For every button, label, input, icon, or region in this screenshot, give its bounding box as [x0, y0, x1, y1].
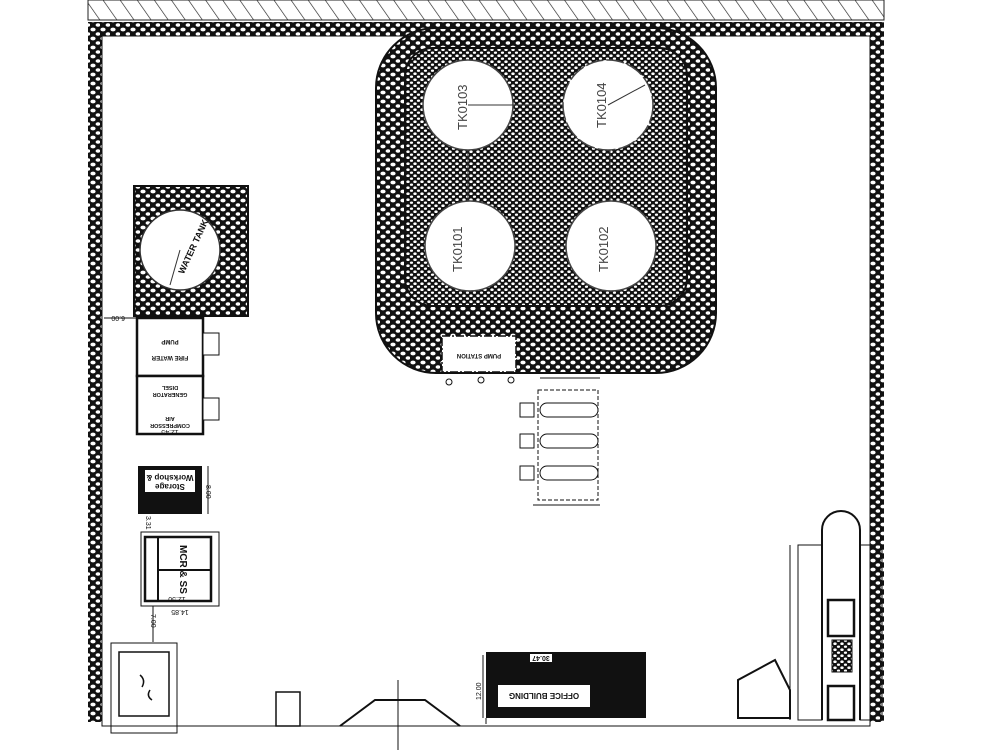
fire-water-pump-room[interactable]: PUMP FIRE WATER [135, 316, 220, 378]
tank-label: TK0102 [596, 226, 611, 272]
workshop-label-2: Storage [155, 482, 185, 491]
pump-label: PUMP [161, 338, 178, 344]
pump-skids [519, 377, 600, 506]
dim-pump-offset: 6.00 [111, 314, 125, 321]
dim-mcr-outer: 14.85 [171, 608, 189, 615]
workshop-label-1: Workshop & [146, 473, 193, 482]
office-building[interactable]: OFFICE BUILDING 30.47 [485, 652, 646, 724]
office-label: OFFICE BUILDING [509, 691, 579, 700]
disel-label: DISEL [161, 384, 178, 390]
substation-cluster [737, 510, 883, 722]
tank-label: TK0101 [450, 226, 465, 272]
fire-water-label: FIRE WATER [151, 354, 188, 360]
tank-tk0104[interactable]: TK0104 [562, 59, 654, 151]
dim-office-depth: 12.00 [476, 682, 483, 700]
road-hatch [87, 0, 885, 21]
pump-station[interactable]: PUMP STATION [441, 335, 517, 373]
gate-area [102, 680, 870, 750]
dim-mcr-inner: 12.50 [168, 595, 186, 602]
dim-guard-gap: 7.00 [149, 614, 156, 628]
tank-tk0103[interactable]: TK0103 [422, 59, 514, 151]
pump-station-label: PUMP STATION [457, 352, 501, 358]
mcr-ss-building[interactable]: MCR & SS 12.50 14.85 [140, 531, 220, 615]
tank-tk0102[interactable]: TK0102 [565, 200, 657, 292]
workshop-storage[interactable]: Workshop & Storage [138, 466, 202, 514]
water-tank[interactable]: WATER TANK [133, 185, 249, 317]
dim-workshop-gap: 3.31 [144, 516, 151, 530]
tank-label: TK0103 [455, 84, 470, 130]
tank-label: TK0104 [594, 82, 609, 128]
tank-farm: TK0103 TK0104 TK0101 TK0102 PUMP STATION [375, 27, 717, 386]
dim-workshop-depth: 8.00 [204, 485, 211, 499]
dim-generator-width: 12.45 [161, 428, 179, 435]
guard-house[interactable] [110, 642, 178, 734]
mcr-label: MCR & SS [177, 545, 188, 594]
air-label: AIR [165, 415, 175, 421]
generator-label: GENERATOR [153, 391, 188, 397]
compressor-label: COMPRESSOR [150, 422, 190, 428]
generator-room[interactable]: DISEL GENERATOR AIR COMPRESSOR 12.45 [135, 374, 220, 436]
tank-tk0101[interactable]: TK0101 [424, 200, 516, 292]
dim-office-width: 30.47 [532, 654, 550, 661]
